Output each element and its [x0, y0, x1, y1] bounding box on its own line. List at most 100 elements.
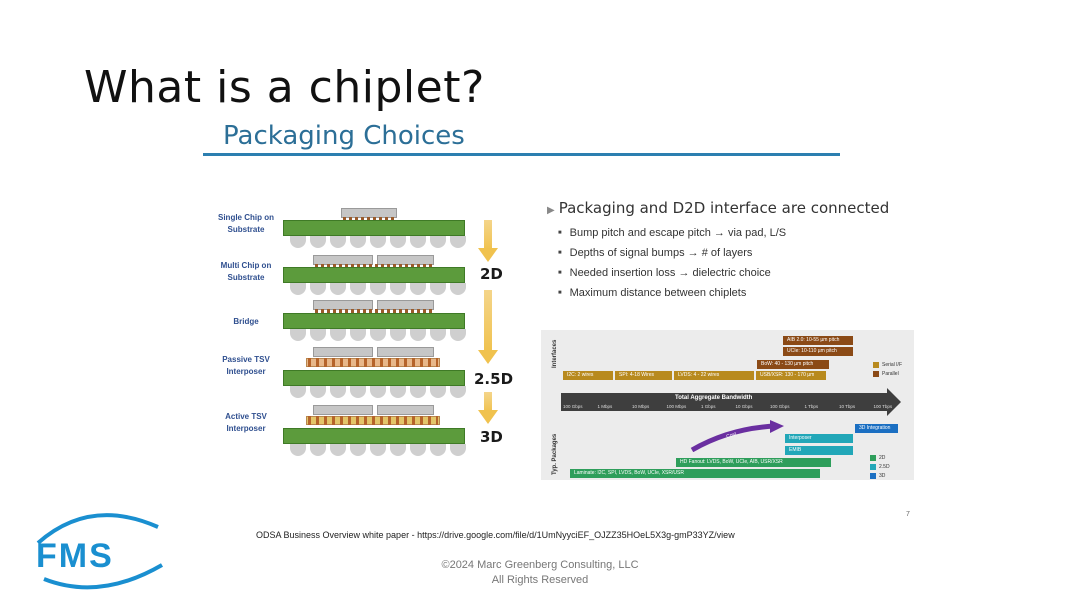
solder-ball: [310, 283, 326, 295]
solder-ball: [350, 236, 366, 248]
solder-ball: [330, 283, 346, 295]
arrow-25d-shaft: [484, 290, 492, 352]
solder-ball: [390, 444, 406, 456]
substrate: [283, 313, 465, 329]
bandwidth-axis: [561, 393, 887, 411]
arrow-3d-shaft: [484, 392, 492, 412]
bar-laminate: Laminate: I2C, SPI, LVDS, BoW, UCIe, XSR…: [570, 469, 820, 478]
solder-ball: [310, 329, 326, 341]
solder-ball: [330, 444, 346, 456]
solder-ball: [410, 236, 426, 248]
cost-curve-path: [690, 423, 777, 452]
legend-3d: 3D: [879, 473, 886, 479]
solder-ball: [450, 283, 466, 295]
page-number: 7: [906, 511, 910, 518]
axis-tick-label: 1 Gbps: [701, 404, 716, 409]
logo-text: FMS: [36, 537, 114, 575]
solder-ball: [390, 329, 406, 341]
solder-ball: [410, 283, 426, 295]
bullet-heading: ▶Packaging and D2D interface are connect…: [547, 199, 889, 217]
micro-bumps: [343, 217, 395, 221]
row-label-multi-chip: Multi Chip on Substrate: [220, 261, 272, 282]
legend-parallel: Parallel: [882, 371, 899, 377]
bar-aib: AIB 2.0: 10-55 µm pitch: [783, 336, 853, 345]
legend-2d: 2D: [879, 455, 886, 461]
bar-i2c: I2C: 2 wires: [563, 371, 613, 380]
label-2-5d: 2.5D: [474, 370, 514, 388]
micro-bumps: [315, 309, 432, 313]
substrate: [283, 370, 465, 386]
solder-ball: [350, 444, 366, 456]
bar-hd-fanout: HD Fanout: LVDS, BoW, UCIe, AIB, USR/XSR: [676, 458, 831, 467]
legend-swatch-serial: [873, 362, 879, 368]
tsv-vias: [308, 358, 438, 367]
bar-3d-integration: 3D Integration: [855, 424, 898, 433]
bar-lvds: LVDS: 4 - 22 wires: [674, 371, 754, 380]
copyright-line-1: ©2024 Marc Greenberg Consulting, LLC: [441, 559, 639, 571]
solder-ball: [430, 386, 446, 398]
source-citation: ODSA Business Overview white paper - htt…: [256, 530, 735, 540]
solder-ball: [410, 444, 426, 456]
label-3d: 3D: [480, 428, 503, 446]
bar-spi: SPI: 4-18 Wires: [615, 371, 672, 380]
axis-tick-label: 1 Tbps: [804, 404, 819, 409]
arrow-2d-head: [478, 248, 498, 262]
interfaces-label: Interfaces: [552, 339, 558, 368]
solder-ball: [370, 444, 386, 456]
solder-ball: [390, 236, 406, 248]
bullet-item: Maximum distance between chiplets: [558, 283, 786, 303]
copyright-line-2: All Rights Reserved: [491, 574, 589, 586]
legend-serial: Serial I/F: [882, 362, 903, 368]
die: [377, 405, 434, 415]
axis-tick-label: 1 Mbps: [597, 404, 613, 409]
bar-ucie: UCIe: 10-110 µm pitch: [783, 347, 853, 356]
solder-ball: [350, 283, 366, 295]
die: [313, 347, 373, 357]
section-rule: [203, 153, 840, 156]
legend-swatch-3d: [870, 473, 876, 479]
bullet-list: Bump pitch and escape pitch → via pad, L…: [558, 223, 786, 303]
substrate: [283, 267, 465, 283]
axis-tick-label: 10 Mbps: [632, 404, 650, 409]
solder-ball: [430, 236, 446, 248]
axis-tick-label: 10 Tbps: [839, 404, 856, 409]
substrate: [283, 220, 465, 236]
axis-title: Total Aggregate Bandwidth: [675, 395, 753, 401]
row-label-passive-tsv: Passive TSV Interposer: [222, 355, 270, 376]
micro-bumps: [315, 264, 432, 268]
solder-ball: [370, 236, 386, 248]
axis-arrow-icon: [887, 388, 901, 416]
solder-ball: [430, 283, 446, 295]
solder-ball: [290, 444, 306, 456]
solder-ball: [430, 329, 446, 341]
legend-swatch-2d: [870, 455, 876, 461]
axis-tick-label: 100 Mbps: [666, 404, 687, 409]
arrow-2d-shaft: [484, 220, 492, 250]
solder-ball: [330, 329, 346, 341]
bar-emib: EMIB: [785, 446, 853, 455]
axis-tick-label: 10 Gbps: [735, 404, 753, 409]
bullet-item: Bump pitch and escape pitch → via pad, L…: [558, 223, 786, 243]
solder-ball: [450, 329, 466, 341]
packages-label: Typ. Packages: [552, 433, 558, 475]
cost-arrow-icon: [770, 420, 784, 433]
solder-ball: [370, 329, 386, 341]
die: [313, 405, 373, 415]
section-title: Packaging Choices: [223, 121, 465, 151]
axis-tick-label: 100 Tbps: [873, 404, 893, 409]
tsv-vias: [308, 416, 438, 425]
slide-title: What is a chiplet?: [84, 62, 485, 113]
fms-logo: FMS: [36, 513, 164, 590]
substrate: [283, 428, 465, 444]
bullet-heading-text: Packaging and D2D interface are connecte…: [558, 199, 890, 217]
arrow-3d-head: [478, 410, 498, 424]
solder-ball: [450, 386, 466, 398]
row-label-active-tsv: Active TSV Interposer: [225, 412, 267, 433]
solder-ball: [450, 236, 466, 248]
triangle-bullet-icon: ▶: [547, 205, 555, 216]
solder-ball: [410, 329, 426, 341]
axis-tick-label: 100 Gbps: [770, 404, 790, 409]
legend-swatch-2-5d: [870, 464, 876, 470]
solder-ball: [370, 283, 386, 295]
solder-ball: [330, 236, 346, 248]
